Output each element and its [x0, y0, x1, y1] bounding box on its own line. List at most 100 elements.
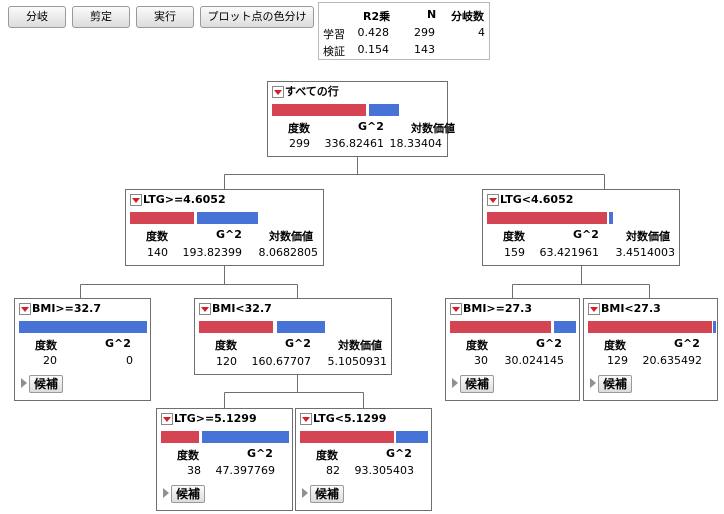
node-bmi-ge-27.3: BMI>=27.3 度数 G^2 30 30.024145 候補: [445, 298, 580, 401]
r2-header: R2乗: [363, 10, 391, 23]
node-menu-triangle-icon[interactable]: [272, 86, 284, 98]
color-points-button[interactable]: プロット点の色分け: [200, 6, 314, 28]
node-menu-triangle-icon[interactable]: [300, 413, 312, 425]
logworth-header: 対数価値: [269, 230, 313, 243]
disclosure-triangle-icon[interactable]: [21, 378, 27, 388]
count-header: 度数: [503, 230, 525, 243]
node-bmi-ge-32.7: BMI>=32.7 度数 G^2 20 0 候補: [14, 298, 151, 401]
response-bar-red: [300, 431, 394, 443]
response-bar-red: [272, 104, 366, 116]
g2-header: G^2: [358, 120, 384, 133]
node-menu-triangle-icon[interactable]: [588, 303, 600, 315]
count-value: 82: [326, 464, 340, 477]
logworth-value: 8.0682805: [258, 246, 319, 259]
logworth-header: 対数価値: [338, 339, 382, 352]
g2-header: G^2: [247, 447, 273, 460]
candidates-toggle[interactable]: 候補: [302, 485, 345, 503]
node-menu-triangle-icon[interactable]: [487, 194, 499, 206]
candidates-button[interactable]: 候補: [310, 485, 345, 503]
node-all-rows: すべての行 度数 G^2 対数価値 299 336.82461 18.33404: [267, 81, 455, 157]
g2-header: G^2: [105, 337, 131, 350]
response-bar-blue: [396, 431, 428, 443]
training-r2: 0.428: [357, 26, 390, 39]
disclosure-triangle-icon[interactable]: [590, 378, 596, 388]
validation-label: 検証: [323, 45, 345, 58]
candidates-button[interactable]: 候補: [29, 375, 64, 393]
response-bar-blue: [202, 431, 289, 443]
response-bar-blue: [197, 212, 258, 224]
count-value: 140: [147, 246, 168, 259]
response-bar-blue: [713, 321, 716, 333]
validation-n: 143: [414, 43, 435, 56]
candidates-button[interactable]: 候補: [171, 485, 206, 503]
response-bar-red: [199, 321, 273, 333]
go-button[interactable]: 実行: [136, 6, 194, 28]
node-label: LTG>=5.1299: [174, 412, 257, 425]
node-label: BMI>=27.3: [463, 302, 532, 315]
count-header: 度数: [316, 449, 338, 462]
split-button[interactable]: 分岐: [8, 6, 66, 28]
node-ltg-lt-4.6052: LTG<4.6052 度数 G^2 対数価値 159 63.421961 3.4…: [482, 189, 680, 266]
disclosure-triangle-icon[interactable]: [163, 488, 169, 498]
response-bar-red: [588, 321, 712, 333]
node-ltg-ge-5.1299: LTG>=5.1299 度数 G^2 38 47.397769 候補: [156, 408, 293, 511]
splits-header: 分岐数: [451, 10, 484, 23]
count-header: 度数: [146, 230, 168, 243]
training-splits: 4: [478, 26, 485, 39]
logworth-header: 対数価値: [411, 122, 455, 135]
response-bar-red: [161, 431, 199, 443]
logworth-header: 対数価値: [626, 230, 670, 243]
node-label: LTG<4.6052: [500, 193, 574, 206]
response-bar-red: [130, 212, 194, 224]
count-value: 38: [187, 464, 201, 477]
g2-value: 20.635492: [642, 354, 703, 367]
g2-value: 47.397769: [215, 464, 276, 477]
logworth-value: 3.4514003: [615, 246, 676, 259]
count-header: 度数: [466, 339, 488, 352]
disclosure-triangle-icon[interactable]: [302, 488, 308, 498]
n-header: N: [427, 8, 437, 21]
candidates-button[interactable]: 候補: [598, 375, 633, 393]
g2-header: G^2: [216, 228, 242, 241]
count-header: 度数: [215, 339, 237, 352]
node-ltg-lt-5.1299: LTG<5.1299 度数 G^2 82 93.305403 候補: [295, 408, 432, 511]
node-label: BMI<32.7: [212, 302, 272, 315]
candidates-toggle[interactable]: 候補: [21, 375, 64, 393]
candidates-button[interactable]: 候補: [460, 375, 495, 393]
count-header: 度数: [604, 339, 626, 352]
candidates-toggle[interactable]: 候補: [590, 375, 633, 393]
g2-header: G^2: [674, 337, 700, 350]
response-bar-blue: [369, 104, 399, 116]
candidates-toggle[interactable]: 候補: [452, 375, 495, 393]
g2-value: 30.024145: [504, 354, 565, 367]
candidates-toggle[interactable]: 候補: [163, 485, 206, 503]
node-label: LTG<5.1299: [313, 412, 387, 425]
g2-value: 0: [126, 354, 133, 367]
node-menu-triangle-icon[interactable]: [199, 303, 211, 315]
disclosure-triangle-icon[interactable]: [452, 378, 458, 388]
node-bmi-lt-27.3: BMI<27.3 度数 G^2 129 20.635492 候補: [583, 298, 718, 401]
node-menu-triangle-icon[interactable]: [450, 303, 462, 315]
training-n: 299: [414, 26, 435, 39]
prune-button[interactable]: 剪定: [72, 6, 130, 28]
count-header: 度数: [35, 339, 57, 352]
count-value: 299: [289, 137, 310, 150]
count-header: 度数: [177, 449, 199, 462]
node-label: すべての行: [285, 85, 339, 98]
g2-header: G^2: [386, 447, 412, 460]
node-bmi-lt-32.7: BMI<32.7 度数 G^2 対数価値 120 160.67707 5.105…: [194, 298, 392, 375]
node-label: BMI>=32.7: [32, 302, 101, 315]
g2-value: 160.67707: [251, 355, 312, 368]
count-value: 129: [607, 354, 628, 367]
g2-value: 193.82399: [182, 246, 243, 259]
logworth-value: 18.33404: [389, 137, 443, 150]
node-ltg-ge-4.6052: LTG>=4.6052 度数 G^2 対数価値 140 193.82399 8.…: [125, 189, 324, 266]
training-label: 学習: [323, 28, 345, 41]
count-value: 159: [504, 246, 525, 259]
count-value: 120: [216, 355, 237, 368]
node-menu-triangle-icon[interactable]: [19, 303, 31, 315]
node-menu-triangle-icon[interactable]: [130, 194, 142, 206]
response-bar-blue: [609, 212, 613, 224]
node-menu-triangle-icon[interactable]: [161, 413, 173, 425]
